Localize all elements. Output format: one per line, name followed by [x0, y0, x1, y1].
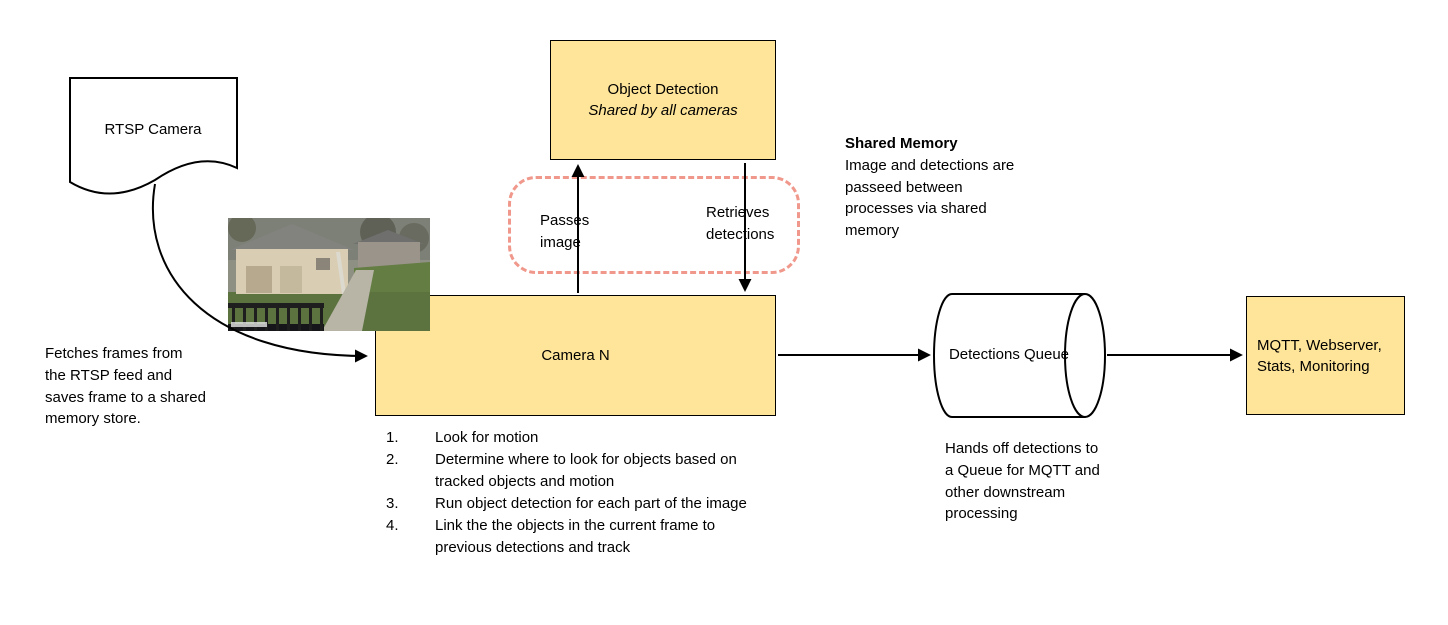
outputs-label: MQTT, Webserver, Stats, Monitoring: [1257, 336, 1382, 375]
queue-handoff-note: Hands off detections to a Queue for MQTT…: [945, 440, 1100, 523]
shared-memory-note-body: Image and detections are passeed between…: [845, 156, 1015, 239]
detections-queue-label: Detections Queue: [948, 346, 1070, 364]
step-number: 2.: [386, 451, 399, 468]
step-text: Look for motion: [435, 429, 539, 446]
node-outputs: MQTT, Webserver, Stats, Monitoring: [1246, 296, 1405, 415]
step-number: 3.: [386, 495, 399, 512]
object-detection-title: Object Detection: [607, 81, 719, 98]
shared-memory-note: Shared Memory Image and detections are p…: [845, 133, 1027, 242]
list-item: 4. Link the the objects in the current f…: [378, 515, 770, 559]
shared-memory-note-title: Shared Memory: [845, 135, 958, 152]
camera-n-label: Camera N: [541, 347, 610, 364]
list-item: 1. Look for motion: [378, 427, 770, 449]
house-door: [280, 266, 302, 293]
edge-label-passes-image: Passes image: [540, 212, 590, 251]
camera-frame-preview: [228, 218, 430, 331]
step-text: Link the the objects in the current fram…: [435, 517, 716, 556]
distant-roof: [353, 230, 424, 244]
house-window: [316, 258, 330, 270]
rtsp-camera-label: RTSP Camera: [104, 121, 202, 138]
list-item: 2. Determine where to look for objects b…: [378, 449, 770, 493]
object-detection-subtitle: Shared by all cameras: [588, 102, 738, 119]
node-object-detection: Object Detection Shared by all cameras: [550, 40, 776, 160]
camera-steps-list: 1. Look for motion 2. Determine where to…: [378, 427, 770, 559]
edge-label-retrieves-detections: Retrieves detections: [706, 204, 775, 243]
step-number: 1.: [386, 429, 399, 446]
fetch-frames-note: Fetches frames from the RTSP feed and sa…: [45, 345, 206, 428]
camera-frame-timestamp: [231, 322, 267, 327]
node-camera-n: Camera N: [375, 295, 776, 416]
step-text: Run object detection for each part of th…: [435, 495, 747, 512]
garage-door: [246, 266, 272, 293]
list-item: 3. Run object detection for each part of…: [378, 493, 770, 515]
step-text: Determine where to look for objects base…: [435, 451, 737, 490]
shared-memory-dashed-outline: [508, 176, 800, 274]
step-number: 4.: [386, 517, 399, 534]
